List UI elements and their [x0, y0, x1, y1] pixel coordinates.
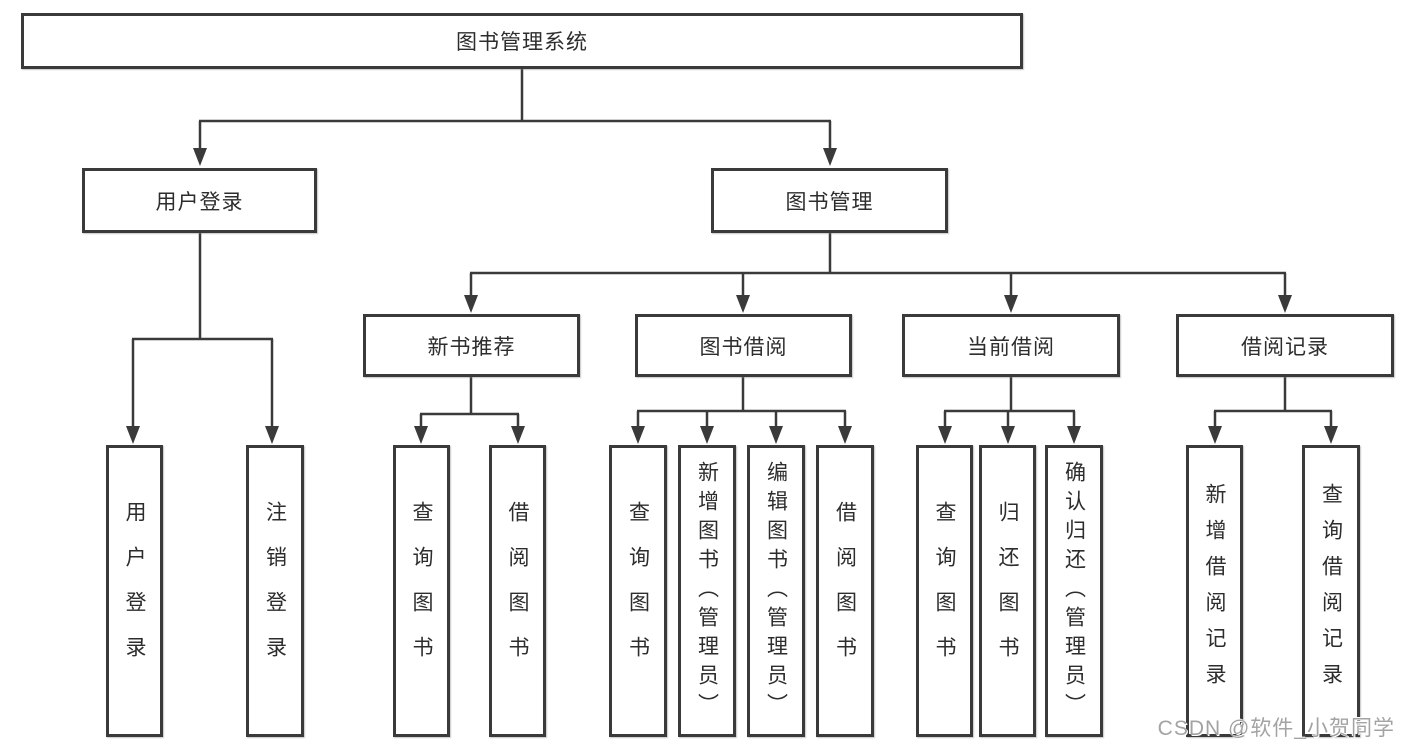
node-book-borrowing: 图书借阅 — [635, 314, 852, 377]
leaf-borrowing-query-books-label: 查询图书 — [626, 501, 650, 681]
node-borrow-records-label: 借阅记录 — [1241, 335, 1329, 359]
node-root: 图书管理系统 — [21, 13, 1023, 69]
node-current-borrowing-label: 当前借阅 — [967, 335, 1055, 359]
leaf-logout: 注销登录 — [246, 445, 304, 737]
node-book-management: 图书管理 — [711, 168, 948, 233]
leaf-borrowing-borrow-books: 借阅图书 — [816, 445, 874, 737]
leaf-user-login: 用户登录 — [106, 445, 163, 737]
leaf-logout-label: 注销登录 — [263, 501, 287, 681]
node-user-login-label: 用户登录 — [155, 190, 244, 214]
leaf-recommend-query-books-label: 查询图书 — [410, 501, 433, 681]
leaf-records-query-record: 查询借阅记录 — [1302, 445, 1360, 737]
node-root-label: 图书管理系统 — [456, 31, 588, 54]
leaf-current-query-books: 查询图书 — [916, 445, 973, 737]
leaf-records-add-record-label: 新增借阅记录 — [1203, 483, 1226, 699]
leaf-current-confirm-return-admin-label: 确认归还（管理员） — [1062, 460, 1086, 722]
leaf-current-confirm-return-admin: 确认归还（管理员） — [1045, 445, 1103, 737]
leaf-current-return-books-label: 归还图书 — [996, 501, 1019, 681]
leaf-current-query-books-label: 查询图书 — [933, 501, 956, 681]
leaf-borrowing-borrow-books-label: 借阅图书 — [833, 501, 857, 681]
leaf-recommend-borrow-books-label: 借阅图书 — [506, 501, 529, 681]
node-new-book-recommend: 新书推荐 — [363, 314, 580, 377]
leaf-borrowing-edit-books-admin: 编辑图书（管理员） — [747, 445, 805, 737]
leaf-records-add-record: 新增借阅记录 — [1186, 445, 1243, 737]
leaf-user-login-label: 用户登录 — [123, 501, 146, 681]
node-borrow-records: 借阅记录 — [1176, 314, 1394, 377]
node-book-borrowing-label: 图书借阅 — [699, 335, 788, 359]
leaf-recommend-query-books: 查询图书 — [393, 445, 450, 737]
node-current-borrowing: 当前借阅 — [902, 314, 1120, 377]
node-new-book-recommend-label: 新书推荐 — [427, 335, 516, 359]
leaf-records-query-record-label: 查询借阅记录 — [1319, 483, 1343, 699]
leaf-current-return-books: 归还图书 — [979, 445, 1036, 737]
leaf-recommend-borrow-books: 借阅图书 — [489, 445, 546, 737]
leaf-borrowing-query-books: 查询图书 — [609, 445, 667, 737]
leaf-borrowing-edit-books-admin-label: 编辑图书（管理员） — [764, 460, 788, 722]
leaf-borrowing-add-books-admin-label: 新增图书（管理员） — [695, 460, 719, 722]
node-user-login: 用户登录 — [82, 168, 317, 233]
csdn-watermark: CSDN @软件_小贺同学 — [1157, 717, 1395, 740]
node-book-management-label: 图书管理 — [785, 190, 874, 214]
leaf-borrowing-add-books-admin: 新增图书（管理员） — [678, 445, 736, 737]
